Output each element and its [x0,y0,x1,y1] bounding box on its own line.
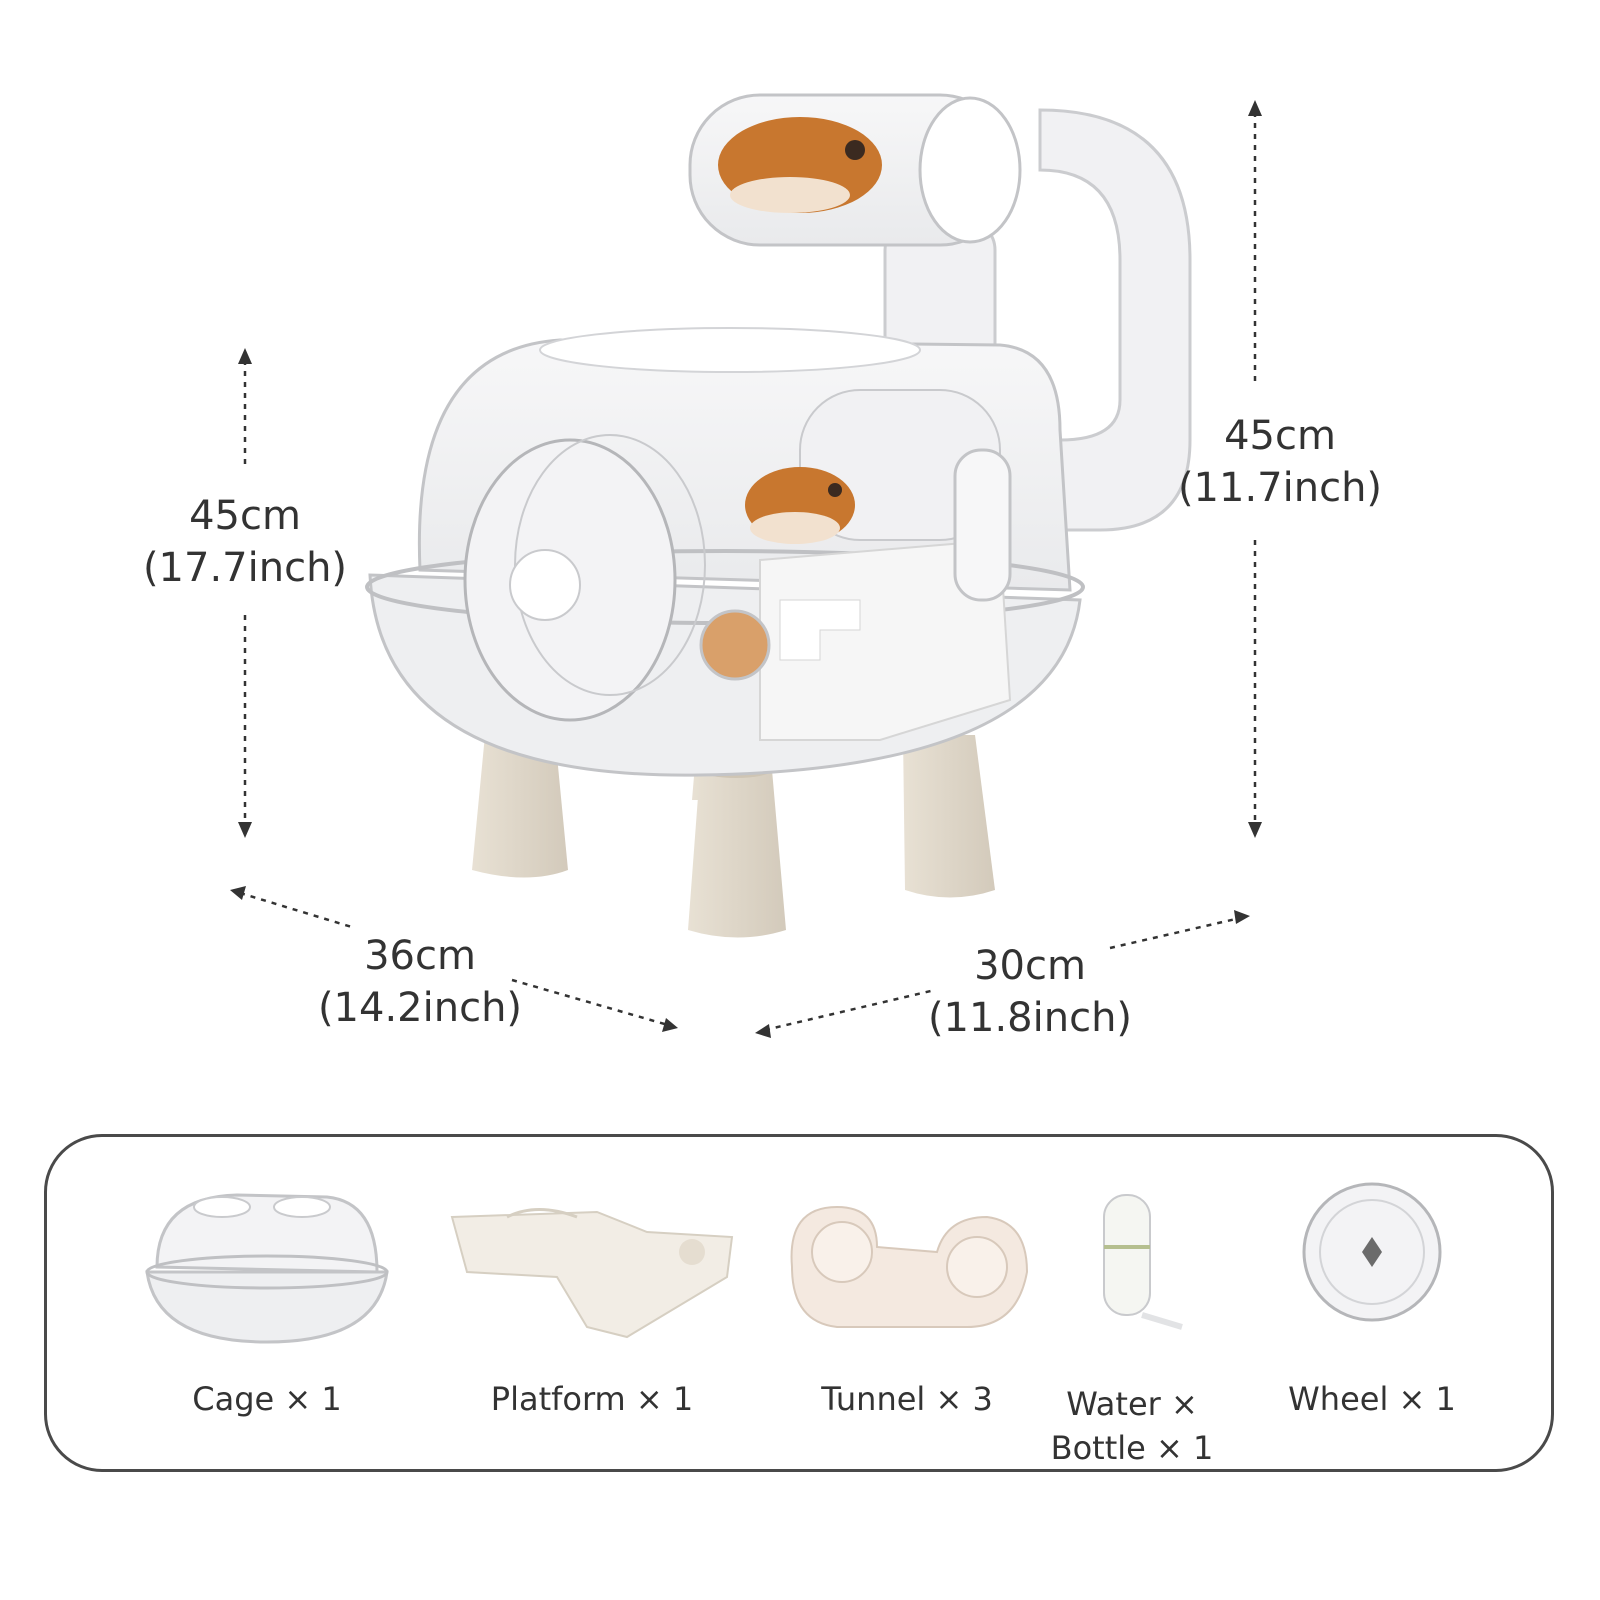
component-water-bottle: Water × Bottle × 1 [1042,1177,1222,1467]
arrow-heads [230,100,1262,1038]
width-inch: (14.2inch) [317,985,523,1031]
tunnel-icon [790,1205,1029,1328]
height-cm-right: 45cm [1224,413,1336,459]
platform-label: Platform × 1 [490,1380,694,1418]
included-components-panel: Cage × 1 Platform × 1 Tunnel × 3 Water ×… [44,1134,1554,1472]
water-bottle-icon [1103,1194,1183,1330]
height-dimension-right: 45cm (11.7inch) [1160,410,1400,514]
water-bottle-label-line2: Bottle × 1 [1050,1429,1214,1467]
hamster-cage-illustration [230,93,1262,1038]
dimension-arrows [239,112,1257,1032]
cage-label: Cage × 1 [192,1380,342,1418]
main-cage-body [365,327,1085,777]
depth-dimension: 30cm (11.8inch) [910,940,1150,1044]
height-inch-left: (17.7inch) [142,545,348,591]
cage-icon [145,1193,389,1344]
depth-inch: (11.8inch) [927,995,1133,1041]
top-tube [688,93,1022,247]
height-dimension-left: 45cm (17.7inch) [125,490,365,594]
width-cm: 36cm [364,933,476,979]
width-dimension: 36cm (14.2inch) [300,930,540,1034]
tunnel-label: Tunnel × 3 [821,1380,993,1418]
component-wheel: Wheel × 1 [1277,1177,1467,1437]
depth-cm: 30cm [974,943,1086,989]
wheel-label: Wheel × 1 [1288,1380,1456,1418]
platform-icon [450,1208,734,1339]
height-inch-right: (11.7inch) [1177,465,1383,511]
wheel-icon [1302,1182,1442,1322]
height-cm-left: 45cm [189,493,301,539]
component-platform: Platform × 1 [447,1177,737,1437]
component-cage: Cage × 1 [137,1177,397,1437]
water-bottle-label-line1: Water × [1066,1385,1198,1423]
component-tunnel: Tunnel × 3 [777,1177,1037,1437]
